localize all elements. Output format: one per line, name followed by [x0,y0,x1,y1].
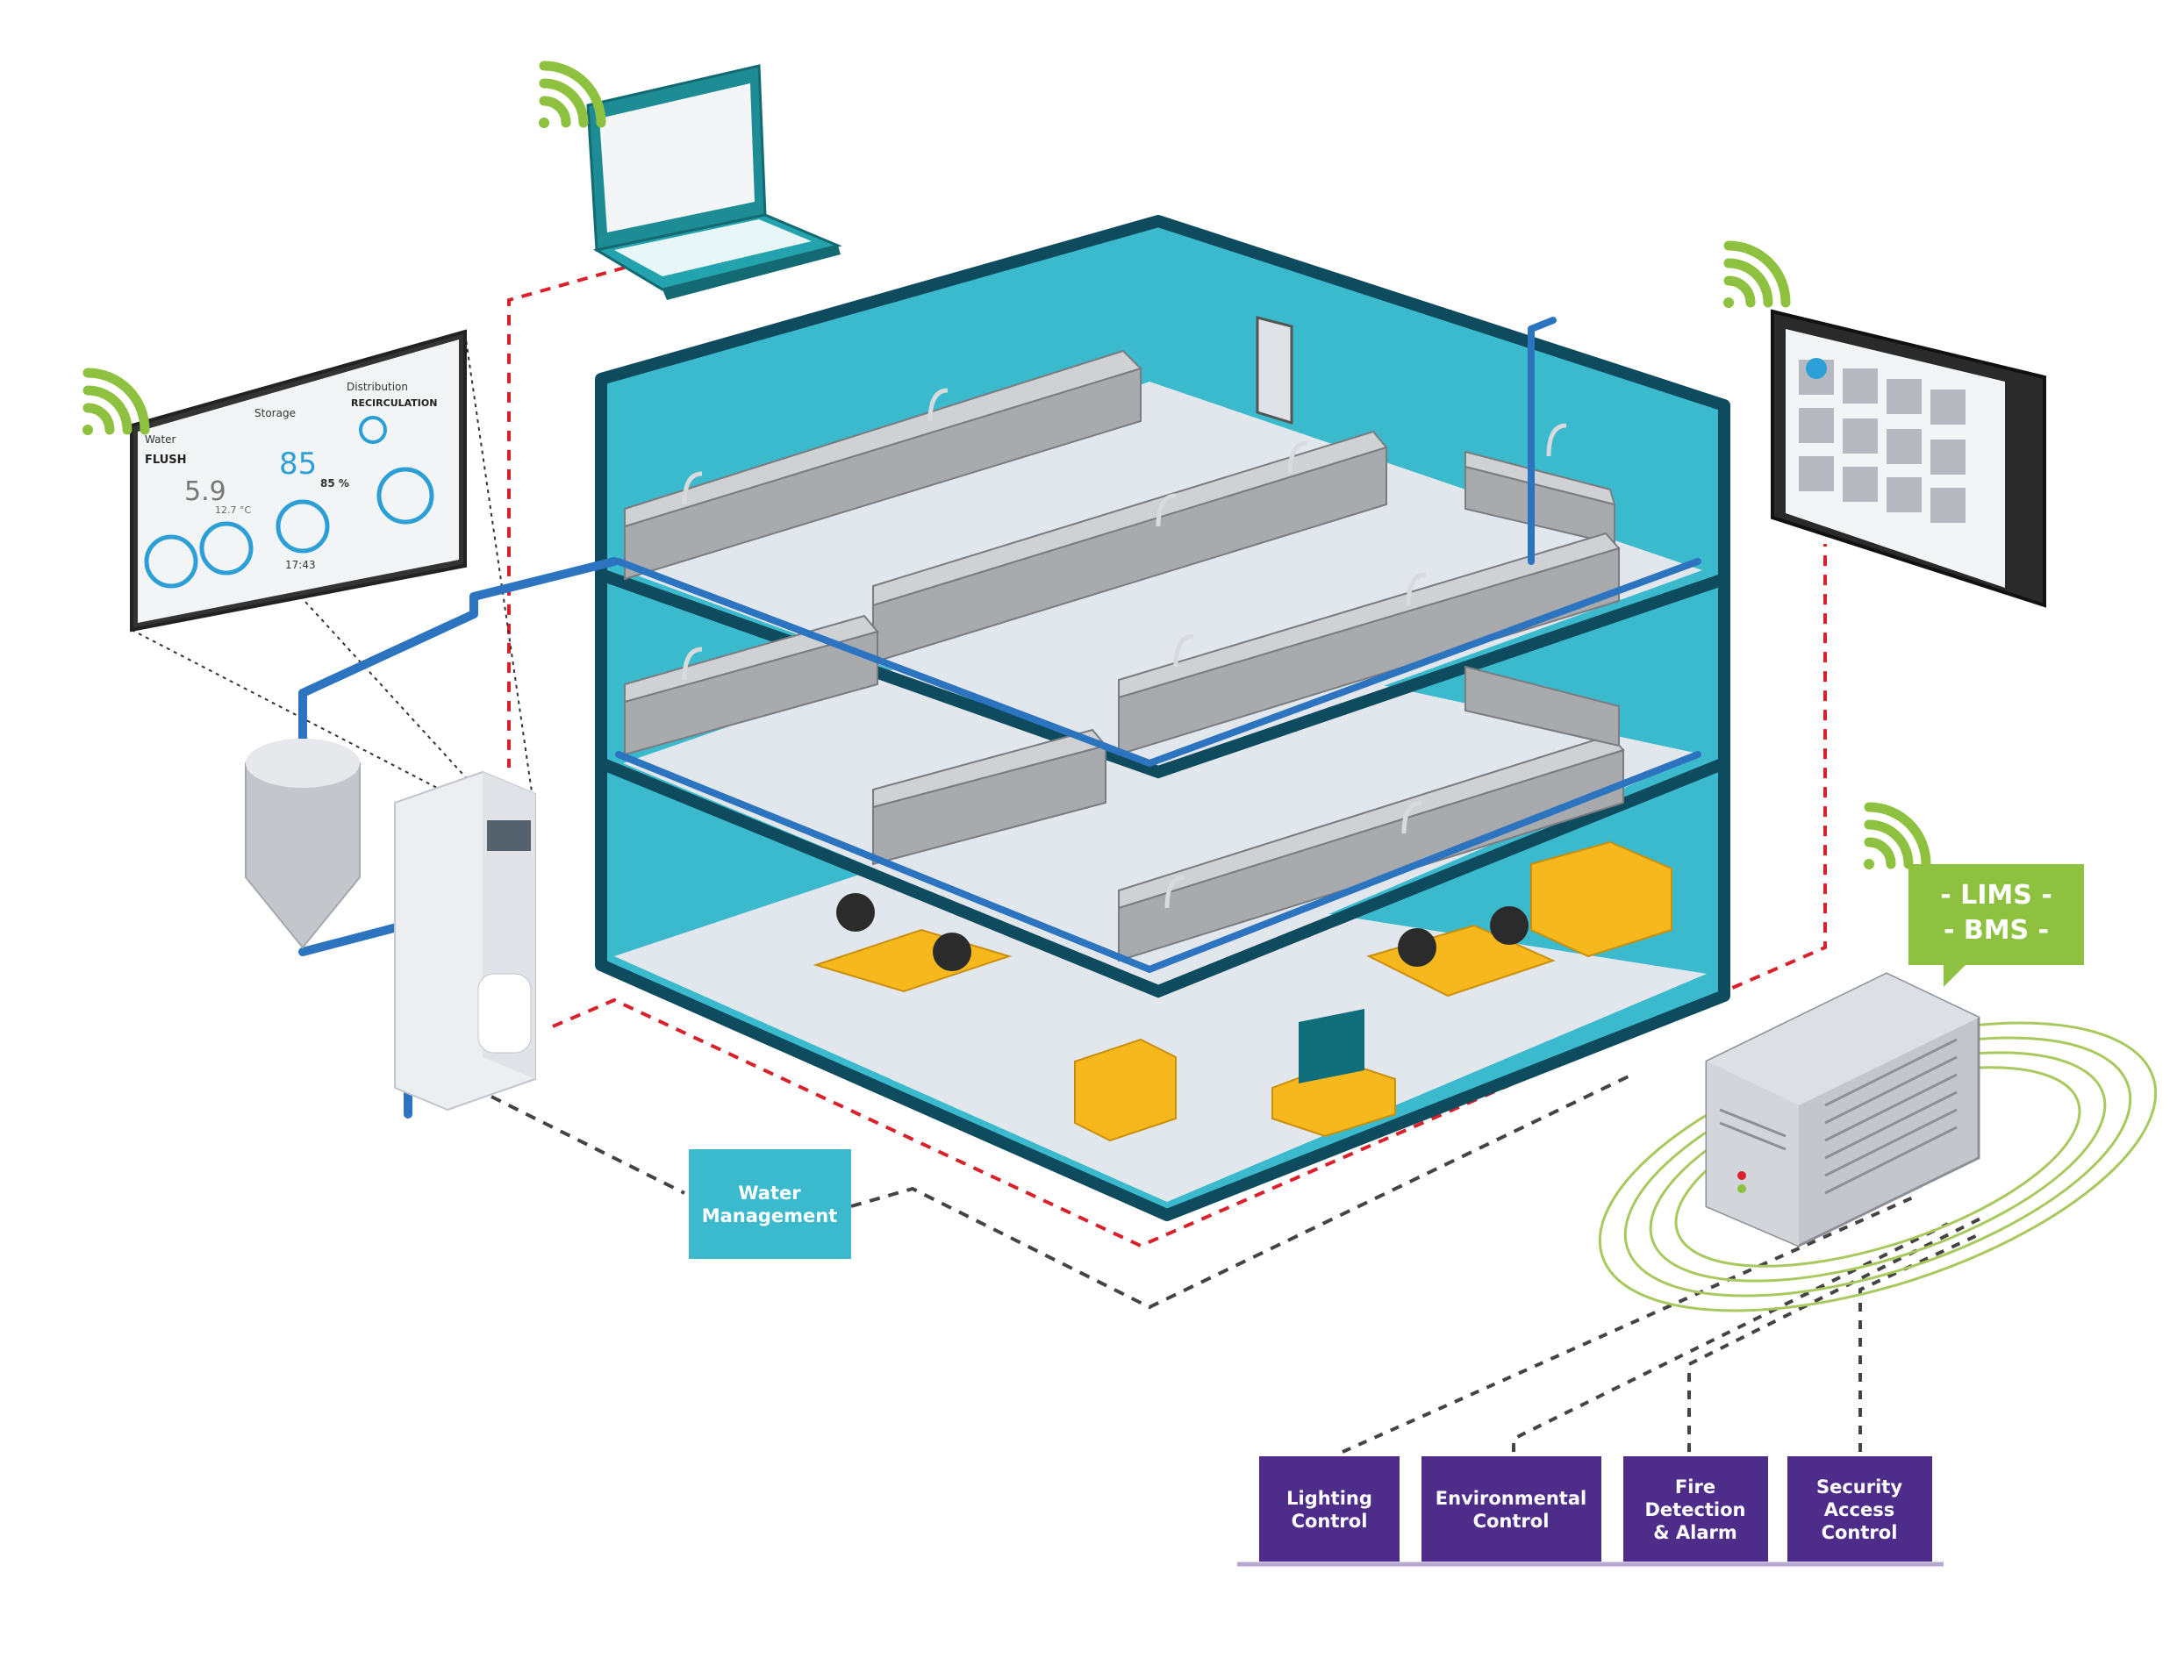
lab-taps [682,388,1567,909]
connection-lines [131,266,1988,1454]
tablet [1771,309,2046,608]
power-icon [359,416,387,444]
grey-link-water-to-server [850,1073,1633,1310]
security-line2: Access [1824,1499,1894,1520]
building-cutaway [595,215,1730,1221]
red-link-laptop [507,266,626,768]
fire-line3: & Alarm [1653,1522,1736,1543]
door [1256,316,1293,425]
fire-line1: Fire [1675,1476,1715,1498]
display-panel-title-water: Water [145,433,176,446]
environmental-control-box [1421,1456,1601,1562]
environmental-line2: Control [1473,1511,1550,1532]
water-pipes [615,317,1701,974]
display-time: 17:43 [285,559,316,571]
red-link-building-to-server [552,544,1827,1248]
display-mode: FLUSH [145,454,187,467]
grey-link-security [1858,1231,1984,1452]
display-quality-value: 5.9 [184,476,226,507]
gauge-4-icon [376,467,434,525]
gauge-1-icon [144,534,198,589]
display-storage-level: 85 [279,447,317,482]
lighting-line1: Lighting [1286,1488,1372,1509]
lims-label: - LIMS - [1940,880,2052,911]
wifi-icon-display [82,368,150,435]
wall-display: Water Storage Distribution FLUSH RECIRCU… [130,329,467,633]
grey-link-water-unit [491,1095,685,1195]
middle-floor [623,614,1702,987]
display-projection-lines [131,332,536,826]
grey-link-fire [1687,1213,1988,1452]
wifi-icon-server [1864,802,1931,869]
storage-tank [245,739,361,949]
wifi-icon-tablet [1723,240,1791,308]
water-management-line1: Water [738,1183,801,1204]
info-icon [1806,358,1827,379]
lab-benches-upper [624,349,1621,756]
display-temperature: 12.7 °C [215,504,251,516]
security-line3: Control [1822,1522,1898,1543]
control-systems: Lighting Control Environmental Control F… [1237,1456,1944,1567]
laptop [586,64,842,300]
grey-link-environmental [1512,1222,1949,1452]
water-management-box: Water Management [689,1149,851,1259]
server-led-red [1737,1171,1746,1180]
wifi-icon-laptop [539,61,606,128]
gauge-2-icon [199,521,254,575]
display-storage-percent: 85 % [320,477,349,490]
server-led-green [1737,1184,1746,1193]
display-panel-title-distribution: Distribution [347,381,408,393]
office-furniture [813,840,1672,1142]
server [1705,972,1980,1247]
water-purification-unit [394,770,536,1112]
fire-detection-box [1623,1456,1768,1562]
water-management-line2: Management [702,1205,838,1226]
environmental-line1: Environmental [1436,1488,1586,1509]
lighting-control-box [1259,1456,1400,1562]
security-line1: Security [1816,1476,1902,1498]
grey-link-lighting [1342,1196,1914,1454]
security-access-box [1787,1456,1932,1562]
bms-label: - BMS - [1944,915,2049,946]
display-recirc: RECIRCULATION [351,397,437,409]
lighting-line2: Control [1292,1511,1368,1532]
floor-edge-2 [598,757,1727,998]
gauge-3-icon [276,499,330,554]
fire-line2: Detection [1644,1499,1745,1520]
display-panel-title-storage: Storage [254,407,296,419]
lims-bms-badge: - LIMS - - BMS - [1908,864,2084,987]
